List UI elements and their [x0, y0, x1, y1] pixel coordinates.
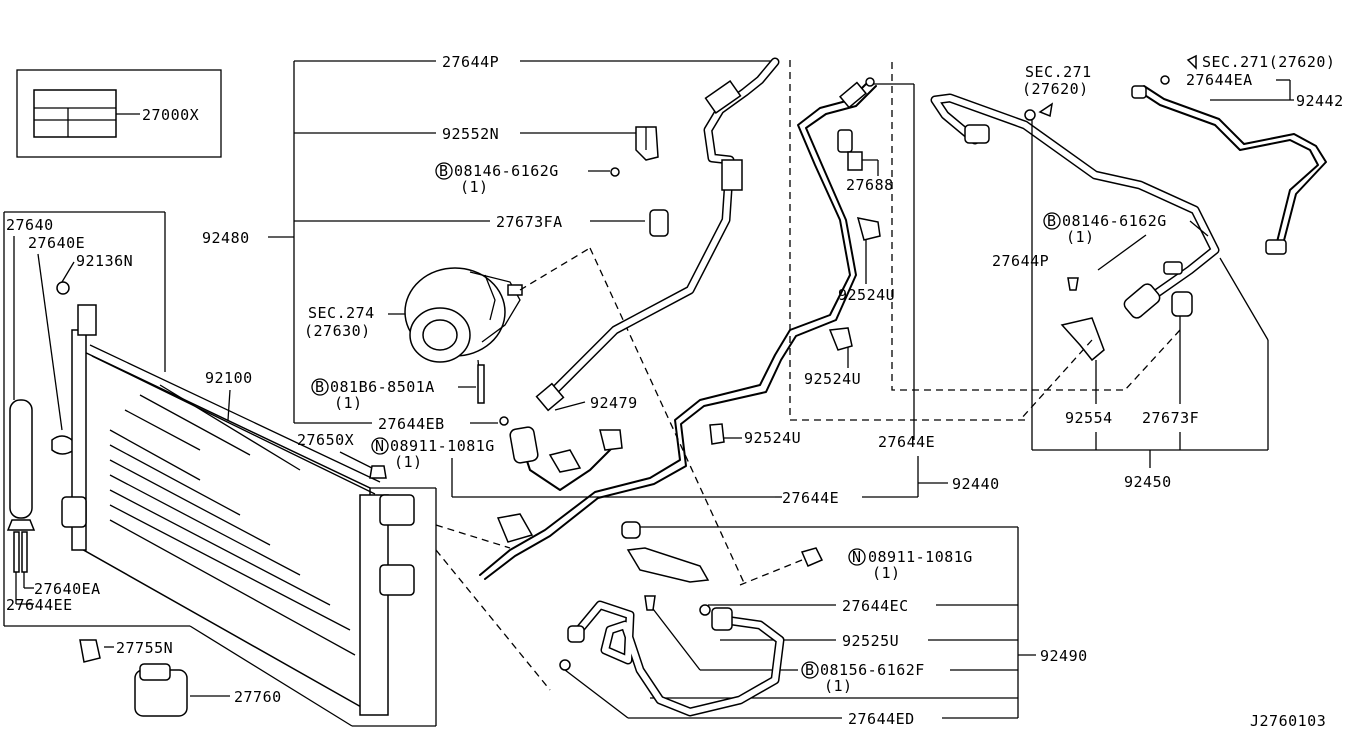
- svg-text:(1): (1): [460, 178, 489, 196]
- label-92554: 92554: [1065, 409, 1113, 427]
- kit-27000x: 27000X: [16, 69, 222, 158]
- label-92490: 92490: [1040, 647, 1088, 665]
- label-27644ee: 27644EE: [6, 596, 73, 614]
- svg-text:B: B: [1047, 212, 1057, 230]
- svg-text:(1): (1): [394, 453, 423, 471]
- label-nut-08911-right: 08911-1081G: [868, 548, 973, 566]
- label-27688: 27688: [846, 176, 894, 194]
- label-27644e-a: 27644E: [878, 433, 935, 451]
- group-92440: 27688 92524U 92524U 92524U 27644E 27644E…: [479, 60, 1125, 580]
- label-27644ed: 27644ED: [848, 710, 915, 728]
- bolt-marker: [311, 378, 329, 396]
- label-27644p-right: 27644P: [992, 252, 1049, 270]
- label-27644eb: 27644EB: [378, 415, 445, 433]
- label-92552n: 92552N: [442, 125, 499, 143]
- condenser-core: [79, 348, 371, 714]
- label-92450: 92450: [1124, 473, 1172, 491]
- condenser-group: 27640 27640E 92136N 27640EA 27644EE 9210…: [3, 211, 775, 727]
- svg-text:(27620): (27620): [1022, 80, 1089, 98]
- svg-text:N: N: [375, 437, 385, 455]
- group-92450: SEC.271 (27620) SEC.271(27620) 27644EA 9…: [930, 53, 1344, 491]
- label-27644ec: 27644EC: [842, 597, 909, 615]
- label-92100: 92100: [205, 369, 253, 387]
- group-92480: 27644P 92552N B 08146-6162G (1) 27673FA …: [202, 53, 775, 433]
- label-27640: 27640: [6, 216, 54, 234]
- sensor-27760: 27760: [134, 663, 282, 717]
- label-sec271-a: SEC.271: [1025, 63, 1092, 81]
- label-92442: 92442: [1296, 92, 1344, 110]
- label-27650x: 27650X: [297, 431, 354, 449]
- label-27640ea: 27640EA: [34, 580, 101, 598]
- label-27673fa: 27673FA: [496, 213, 563, 231]
- bolt-marker: [435, 162, 453, 180]
- compressor: [404, 247, 746, 586]
- label-92136n: 92136N: [76, 252, 133, 270]
- label-bolt-081b6: 081B6-8501A: [330, 378, 435, 396]
- label-92480: 92480: [202, 229, 250, 247]
- bracket-27755n: 27755N: [79, 639, 173, 663]
- label-92440: 92440: [952, 475, 1000, 493]
- label-92525u: 92525U: [842, 632, 899, 650]
- label-92479: 92479: [590, 394, 638, 412]
- label-92524u-b: 92524U: [804, 370, 861, 388]
- condenser-tank-right: [359, 494, 389, 716]
- label-92524u-c: 92524U: [744, 429, 801, 447]
- nut-marker: [371, 437, 389, 455]
- label-nut-08911-left: 08911-1081G: [390, 437, 495, 455]
- bolt-marker: [801, 661, 819, 679]
- label-27640e: 27640E: [28, 234, 85, 252]
- label-bolt-08146-top: 08146-6162G: [454, 162, 559, 180]
- label-27673f: 27673F: [1142, 409, 1199, 427]
- svg-text:(1): (1): [824, 677, 853, 695]
- label-27760: 27760: [234, 688, 282, 706]
- label-27000x: 27000X: [142, 106, 199, 124]
- pipe-92479: [509, 426, 623, 491]
- receiver-drier: [9, 399, 33, 519]
- svg-text:(27630): (27630): [304, 322, 371, 340]
- label-27644e-b: 27644E: [782, 489, 839, 507]
- label-27755n: 27755N: [116, 639, 173, 657]
- svg-text:B: B: [315, 378, 325, 396]
- diagram-id: J2760103: [1250, 712, 1326, 730]
- svg-text:(1): (1): [1066, 228, 1095, 246]
- svg-text:B: B: [439, 162, 449, 180]
- hose-92480: [499, 57, 780, 426]
- label-bolt-08146-right: 08146-6162G: [1062, 212, 1167, 230]
- svg-text:(1): (1): [334, 394, 363, 412]
- svg-text:(1): (1): [872, 564, 901, 582]
- svg-text:B: B: [805, 661, 815, 679]
- clip-92552n: [610, 126, 669, 237]
- label-sec271-c: SEC.271(27620): [1202, 53, 1335, 71]
- label-27644p-top: 27644P: [442, 53, 499, 71]
- label-sec274: SEC.274: [308, 304, 375, 322]
- label-27644ea: 27644EA: [1186, 71, 1253, 89]
- bolt-marker: [1043, 212, 1061, 230]
- nut-marker: [848, 548, 866, 566]
- label-92524u-a: 92524U: [838, 286, 895, 304]
- svg-text:N: N: [852, 548, 862, 566]
- group-92490: 92490 N 08911-1081G (1) 27644EC 92525U B…: [559, 521, 1088, 728]
- label-bolt-08156: 08156-6162F: [820, 661, 925, 679]
